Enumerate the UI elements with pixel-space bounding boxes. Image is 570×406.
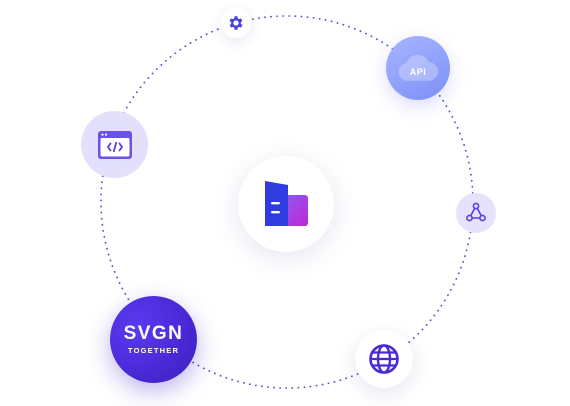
center-logo-node[interactable] xyxy=(238,156,334,252)
share-nodes-icon xyxy=(466,202,486,222)
globe-node[interactable] xyxy=(355,330,413,388)
gear-node[interactable] xyxy=(221,8,251,38)
brand-tagline: TOGETHER xyxy=(127,346,180,355)
globe-icon xyxy=(369,344,399,374)
code-node[interactable] xyxy=(81,111,148,178)
share-node[interactable] xyxy=(456,193,496,233)
gear-icon xyxy=(229,16,243,30)
api-node[interactable]: API xyxy=(386,36,450,100)
brand-badge[interactable]: SVGN TOGETHER xyxy=(110,296,197,383)
brand-name: SVGN xyxy=(123,323,184,344)
cloud-icon xyxy=(398,54,438,81)
code-window-icon xyxy=(97,130,132,159)
api-label: API xyxy=(409,67,427,77)
logo-icon xyxy=(265,181,308,226)
